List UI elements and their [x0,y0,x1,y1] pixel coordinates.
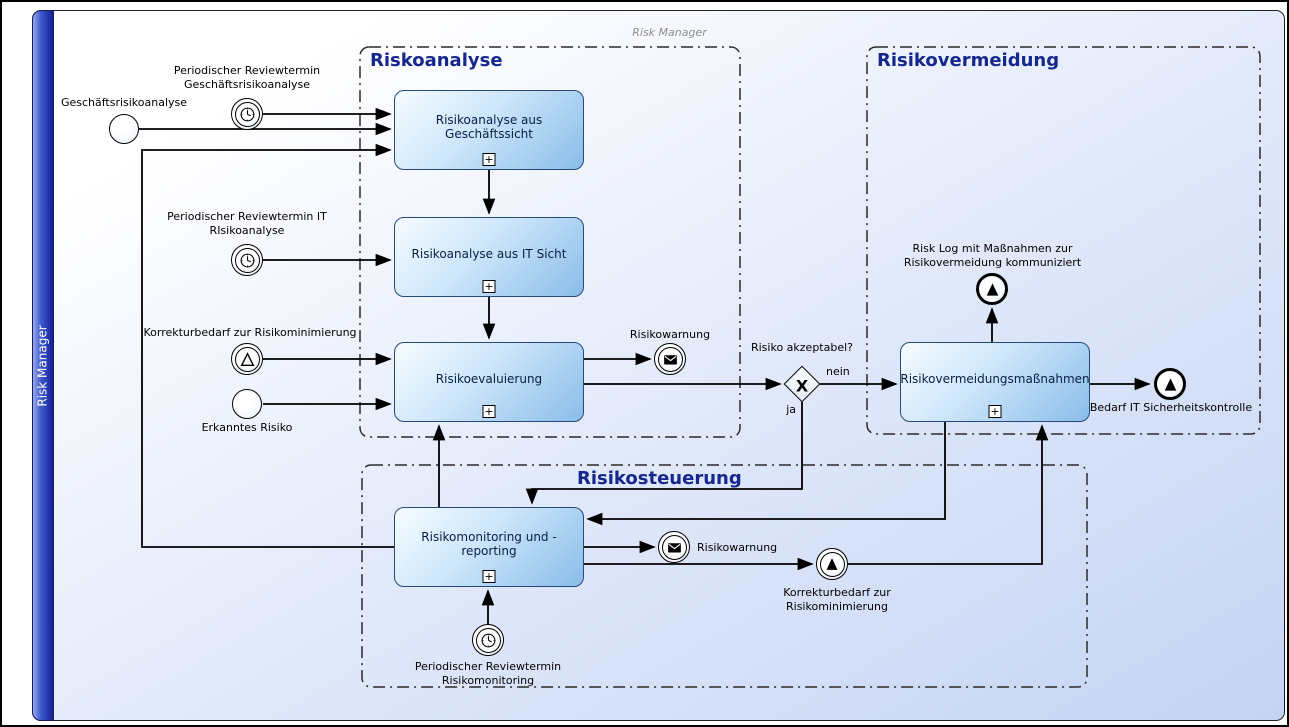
subprocess-plus-icon: + [482,153,496,166]
task-risikoanalyse-it: Risikoanalyse aus IT Sicht + [394,217,584,297]
subprocess-plus-icon: + [988,405,1002,418]
event-inner-ring [234,346,260,372]
x-gateway-icon: X [795,375,809,395]
task-label: Risikoevaluierung [435,372,543,386]
timer-event-geschaeftsrisikoanalyse [231,98,263,130]
escalation-triangle-icon [986,282,998,296]
event-label-risikowarnung-2: Risikowarnung [697,541,778,554]
event-label-korrekturbedarf-throw: Korrekturbedarf zur Risikominimierung [783,586,891,614]
envelope-icon [663,354,677,364]
event-inner-ring [657,346,683,372]
event-inner-ring [234,247,260,273]
timer-event-risikomonitoring [472,624,504,656]
subprocess-plus-icon: + [482,405,496,418]
gateway-question-label: Risiko akzeptabel? [750,341,854,354]
event-label-erkanntes-risiko: Erkanntes Risiko [201,421,293,434]
event-label-timer-it: Periodischer Reviewtermin IT RIsikoanaly… [167,210,327,238]
task-label: Risikoanalyse aus Geschäftssicht [435,113,543,141]
start-event-erkanntes-risiko [232,389,262,419]
event-label-risklog: Risk Log mit Maßnahmen zur Risikovermeid… [903,242,1082,270]
task-risikoanalyse-geschaeftssicht: Risikoanalyse aus Geschäftssicht + [394,90,584,170]
event-label-bedarf-it: Bedarf IT Sicherheitskontrolle [1089,401,1253,414]
subprocess-plus-icon: + [482,570,496,583]
envelope-icon [667,542,681,552]
clock-icon [240,253,254,267]
diagram-title: Risk Manager [632,26,707,39]
task-label: Risikoanalyse aus IT Sicht [411,247,567,261]
event-inner-ring [819,551,845,577]
message-throw-event-risikowarnung-1 [654,343,686,375]
event-inner-ring [661,534,687,560]
escalation-triangle-icon [240,351,254,366]
escalation-triangle-icon [1164,377,1176,391]
task-risikomonitoring: Risikomonitoring und -reporting + [394,507,584,587]
start-event-geschaeftsrisikoanalyse [109,114,139,144]
message-throw-event-risikowarnung-2 [658,531,690,563]
lane-bar: Risk Manager [32,10,54,721]
escalation-end-event-bedarf-it [1154,368,1186,400]
timer-event-it-risikoanalyse [231,244,263,276]
escalation-end-event-risklog [976,273,1008,305]
event-inner-ring [475,627,501,653]
task-label: Risikovermeidungsmaßnahmen [900,372,1090,386]
task-risikovermeidungsmassnahmen: Risikovermeidungsmaßnahmen + [900,342,1090,422]
clock-icon [240,107,254,121]
event-inner-ring [234,101,260,127]
lane-label: Risk Manager [36,324,51,407]
event-label-risikowarnung-1: Risikowarnung [629,328,711,341]
gateway-branch-nein-label: nein [826,365,850,378]
group-label-risikovermeidung: Risikovermeidung [877,50,1060,71]
group-label-risikosteuerung: Risikosteuerung [577,468,742,489]
clock-icon [481,633,495,647]
escalation-throw-event-korrekturbedarf [816,548,848,580]
event-label-geschaeftsrisikoanalyse: Geschäftsrisikoanalyse [60,96,188,109]
event-label-timer-monitoring: Periodischer Reviewtermin Risikomonitori… [414,660,562,688]
group-label-riskoanalyse: Riskoanalyse [370,50,503,71]
escalation-catch-event-korrekturbedarf [231,343,263,375]
event-label-korrekturbedarf-catch: Korrekturbedarf zur Risikominimierung [143,326,357,339]
subprocess-plus-icon: + [482,280,496,293]
event-label-timer-geschaeft: Periodischer Reviewtermin Geschäftsrisik… [173,64,321,92]
task-label: Risikomonitoring und -reporting [421,530,557,558]
escalation-triangle-icon [826,558,838,570]
gateway-branch-ja-label: ja [786,403,796,416]
task-risikoevaluierung: Risikoevaluierung + [394,342,584,422]
